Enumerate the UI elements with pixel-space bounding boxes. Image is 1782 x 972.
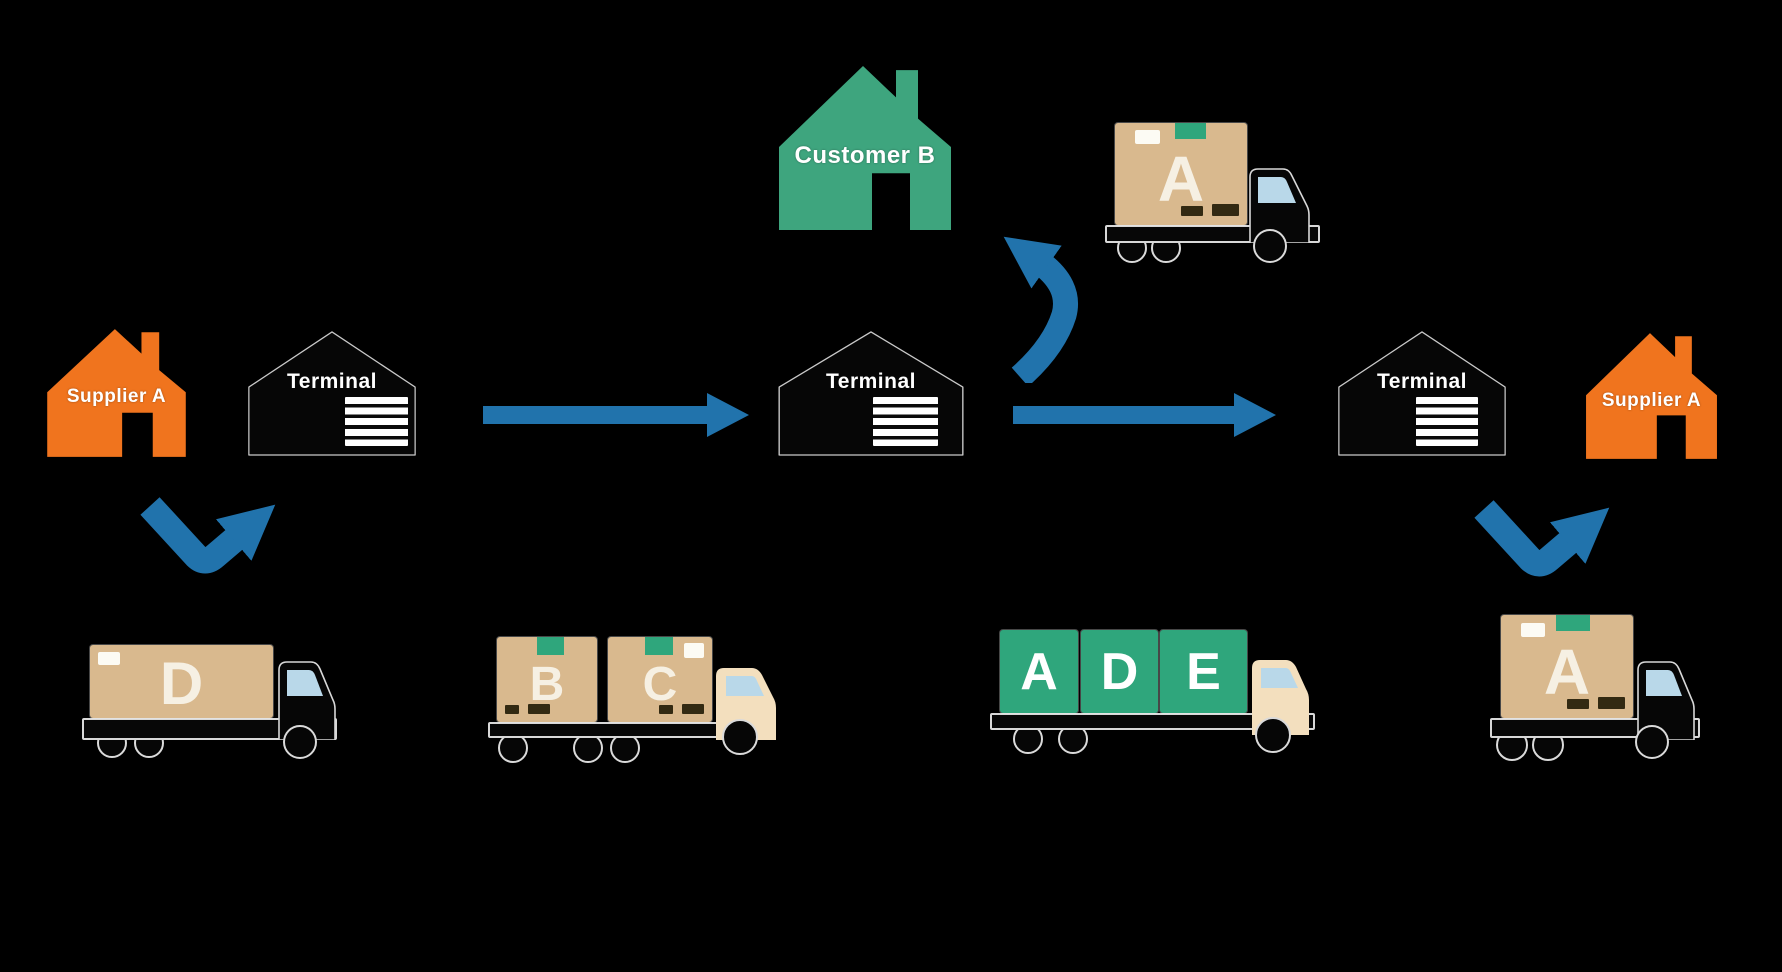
wheel-icon [1635,725,1669,759]
supplier-a-right-house: Supplier A [1583,330,1720,462]
flow-arrow-right-icon [1013,393,1276,437]
shipping-label-icon [1135,130,1160,144]
house-icon [779,66,951,230]
handling-marks-icon [505,704,550,714]
box-letter: E [1186,642,1221,701]
wheel-icon [1255,717,1291,753]
box-letter: D [1100,642,1139,701]
terminal-right: Terminal [1336,328,1508,458]
terminal-left-label: Terminal [287,370,377,393]
wheel-icon [498,733,528,763]
truck-cab-icon [1252,660,1309,735]
box-tape-icon [645,637,673,655]
terminal-middle-label: Terminal [826,370,916,393]
house-icon [1586,333,1717,459]
flow-arrow-right-icon [483,393,749,437]
garage-door-icon [1416,397,1478,446]
supplier-a-right-label: Supplier A [1601,390,1702,411]
supplier-a-left-house: Supplier A [44,326,189,460]
truck-cab-icon [278,661,336,740]
cargo-box: D [1081,630,1158,713]
cargo-box: A [1115,123,1247,225]
truck-terminal-middle: A D E [985,626,1320,758]
terminal-left: Terminal [246,328,418,458]
wheel-icon [1253,229,1287,263]
cargo-box: A [1000,630,1078,713]
box-letter: A [1157,143,1205,215]
truck-terminal-left: B C [486,632,786,763]
truck-chassis [82,718,337,740]
wheel-icon [722,719,758,755]
terminal-middle: Terminal [776,328,966,458]
wheel-icon [283,725,317,759]
truck-cab-icon [1637,661,1695,740]
curved-arrow-up-right-icon [140,497,276,574]
truck-chassis [990,713,1315,730]
truck-chassis [488,722,742,738]
truck-supplier-left: D [80,640,342,766]
house-icon [47,329,186,457]
cargo-box: B [497,637,597,722]
customer-b-label: Customer B [794,142,936,169]
truck-cab-icon [1249,168,1310,243]
handling-marks-icon [1567,697,1625,709]
cargo-box: D [90,645,273,718]
handling-marks-icon [659,704,704,714]
customer-b-house: Customer B [775,62,955,234]
box-letter: B [529,657,565,711]
box-tape-icon [537,637,564,655]
box-letter: C [642,657,678,711]
terminal-right-label: Terminal [1377,370,1467,393]
shipping-label-icon [98,652,120,665]
cargo-box: C [608,637,712,722]
box-tape-icon [1556,615,1590,631]
box-letter: A [1543,635,1591,708]
truck-customer-delivery: A [1100,118,1320,268]
garage-door-icon [873,397,938,446]
box-letter: A [1020,642,1058,701]
cargo-box: A [1501,615,1633,718]
truck-supplier-right: A [1488,610,1708,762]
shipping-label-icon [684,643,704,658]
box-tape-icon [1175,123,1206,139]
curved-arrow-up-left-icon [1003,236,1078,383]
curved-arrow-up-right-icon [1474,500,1610,577]
cargo-box: E [1160,630,1247,713]
supplier-a-left-label: Supplier A [66,386,167,407]
box-letter: D [159,649,204,717]
handling-marks-icon [1181,204,1239,216]
garage-door-icon [345,397,408,446]
shipping-label-icon [1521,623,1545,637]
